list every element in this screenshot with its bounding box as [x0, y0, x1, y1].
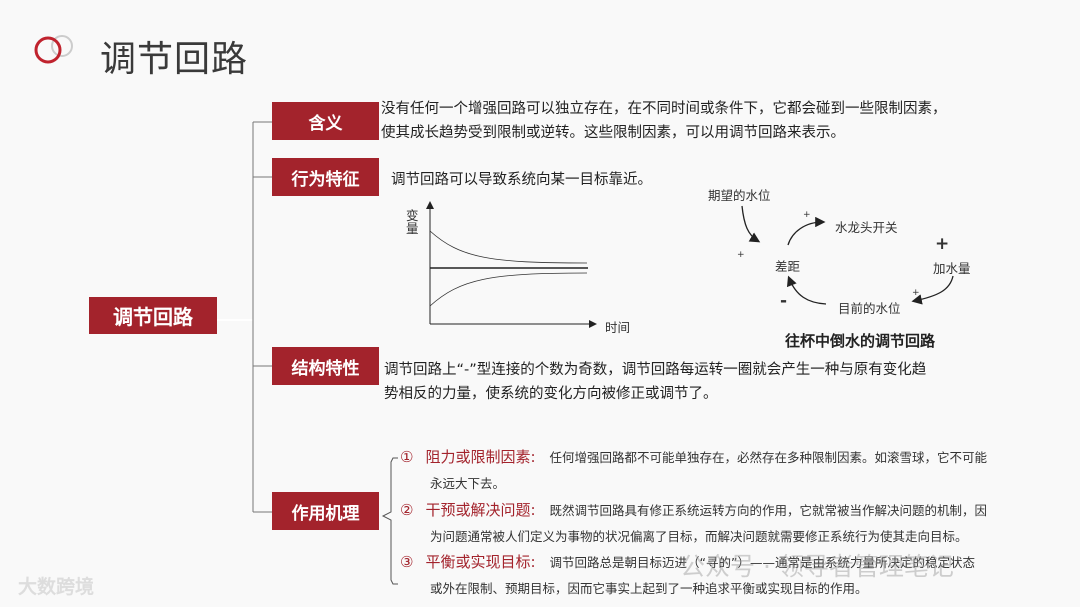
- graph-xlabel: 时间: [605, 320, 631, 335]
- item-text: 既然调节回路具有修正系统运转方向的作用，它就常被当作解决问题的机制，因: [549, 503, 988, 518]
- watermark-logo: 大数跨境: [18, 576, 95, 598]
- upper-curve: [429, 230, 588, 264]
- behavior-text: 调节回路可以导致系统向某一目标靠近。: [391, 172, 652, 188]
- branch-meaning: 含义: [272, 102, 379, 140]
- mechanism-item: ② 干预或解决问题: 既然调节回路具有修正系统运转方向的作用，它就常被当作解决问题的…: [400, 497, 1040, 550]
- node-faucet: 水龙头开关: [835, 220, 898, 235]
- sign-plus: +: [912, 288, 920, 298]
- branch-behavior: 行为特征: [272, 158, 379, 196]
- node-desired-level: 期望的水位: [708, 188, 771, 203]
- logo-circle-red: [34, 36, 62, 64]
- node-gap: 差距: [775, 259, 801, 274]
- item-number: ②: [400, 501, 414, 519]
- branch-mechanism: 作用机理: [272, 492, 379, 530]
- text-line: 使其成长趋势受到限制或逆转。这些限制因素，可以用调节回路来表示。: [381, 125, 845, 141]
- item-text: 为问题通常被人们定义为事物的状况偏离了目标，而解决问题就需要修正系统行为使其走向…: [430, 529, 968, 544]
- node-current-level: 目前的水位: [838, 301, 901, 316]
- watermark-center: 公众号 · 领导者管理笔记: [680, 552, 954, 581]
- item-heading: 阻力或限制因素:: [425, 448, 536, 466]
- item-text: 永远大下去。: [430, 476, 506, 491]
- branch-structure: 结构特性: [272, 347, 379, 385]
- graph-ylabel: 变量: [406, 208, 419, 236]
- mechanism-item: ① 阻力或限制因素: 任何增强回路都不可能单独存在，必然存在多种限制因素。如滚雪球，…: [400, 444, 1040, 497]
- node-water-added: 加水量: [933, 261, 971, 276]
- item-number: ①: [400, 448, 414, 466]
- mechanism-item: ③ 平衡或实现目标: 调节回路总是朝目标迈进（“寻的”）——通常是由系统力量所决定的…: [400, 549, 1040, 602]
- text-line: 调节回路上“-”型连接的个数为奇数，调节回路每运转一圈就会产生一种与原有变化趋: [384, 362, 927, 378]
- page-title: 调节回路: [100, 39, 249, 80]
- item-text: 调节回路总是朝目标迈进（“寻的”）——通常是由系统力量所决定的稳定状态: [549, 555, 975, 570]
- loop-caption: 往杯中倒水的调节回路: [785, 332, 936, 350]
- text-line: 没有任何一个增强回路可以独立存在，在不同时间或条件下，它都会碰到一些限制因素，: [381, 101, 947, 117]
- meaning-text: 没有任何一个增强回路可以独立存在，在不同时间或条件下，它都会碰到一些限制因素， 使…: [381, 97, 947, 145]
- item-heading: 干预或解决问题:: [425, 501, 536, 519]
- root-node: 调节回路: [89, 297, 217, 334]
- lower-curve: [429, 272, 588, 307]
- sign-minus: -: [780, 291, 788, 311]
- item-number: ③: [400, 553, 414, 571]
- sign-plus: +: [737, 250, 745, 260]
- item-text: 或外在限制、预期目标，因而它事实上起到了一种追求平衡或实现目标的作用。: [430, 581, 868, 596]
- logo-circle-gray: [51, 35, 73, 57]
- behavior-graph: [426, 201, 597, 328]
- structure-text: 调节回路上“-”型连接的个数为奇数，调节回路每运转一圈就会产生一种与原有变化趋势…: [384, 358, 926, 406]
- sign-plus: +: [935, 234, 950, 254]
- text-line: 势相反的力量，使系统的变化方向被修正或调节了。: [384, 386, 718, 402]
- loop-arrows: [741, 205, 954, 305]
- item-text: 任何增强回路都不可能单独存在，必然存在多种限制因素。如滚雪球，它不可能: [549, 450, 988, 465]
- sign-plus: +: [803, 210, 811, 220]
- item-heading: 平衡或实现目标:: [425, 553, 536, 571]
